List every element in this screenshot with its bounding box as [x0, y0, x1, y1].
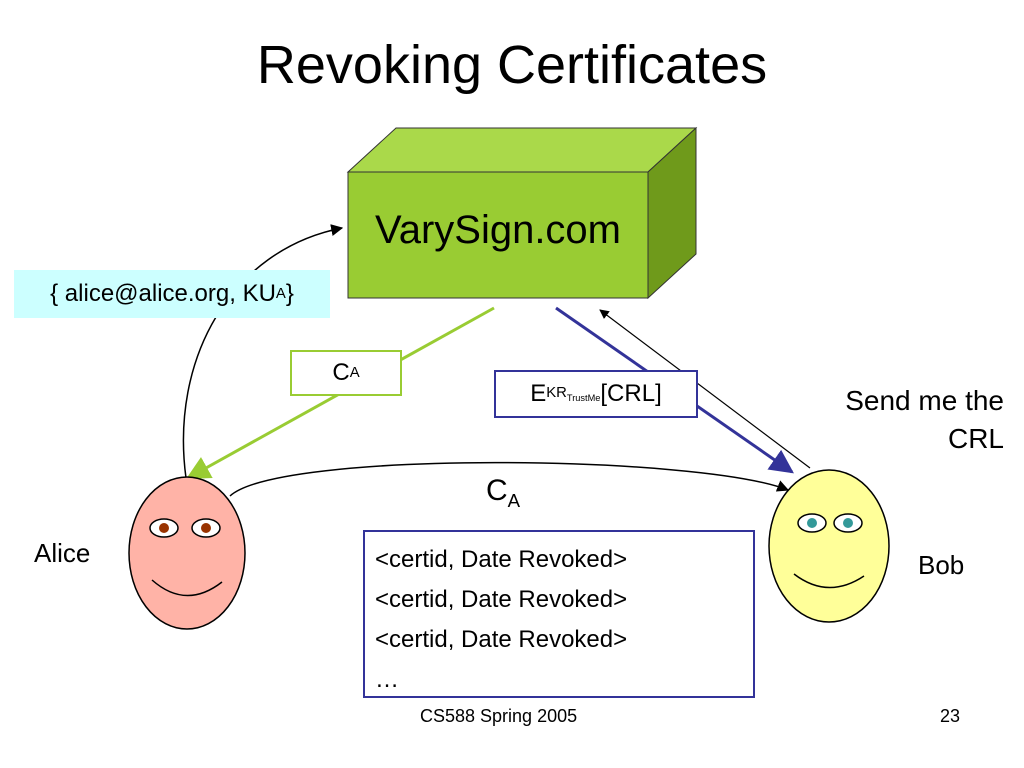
crl-request-text: Send me the CRL — [780, 382, 1004, 458]
crl-entry-ellipsis: … — [375, 666, 399, 693]
crl-entries-box: <certid, Date Revoked> <certid, Date Rev… — [363, 530, 755, 698]
footer-course: CS588 Spring 2005 — [420, 706, 578, 726]
footer-page-number: 23 — [940, 706, 961, 726]
signed-crl-label-main: E — [530, 380, 547, 407]
identity-request-subscript: A — [275, 286, 286, 302]
bob-face — [768, 469, 890, 623]
crl-entry: <certid, Date Revoked> — [375, 586, 628, 613]
bob-name: Bob — [918, 550, 965, 580]
alice-face — [128, 476, 246, 630]
bob-eye-left-icon — [807, 518, 817, 528]
ca-server-box — [346, 126, 698, 300]
signed-crl-label-suffix: [CRL] — [600, 380, 662, 407]
forwarded-certificate-subscript: A — [507, 490, 521, 511]
crl-request-line-1: Send me the — [845, 385, 1004, 416]
certificate-forward-arrow — [229, 461, 790, 497]
ca-server-box-front — [347, 171, 649, 299]
ca-server-box-top — [346, 127, 698, 173]
bob-eye-right-icon — [843, 518, 853, 528]
signed-crl-label-sub-subscript: TrustMe — [566, 392, 601, 403]
certificate-label-subscript: A — [349, 365, 360, 381]
ca-server-label: VarySign.com — [374, 208, 621, 252]
crl-request-line-2: CRL — [947, 423, 1004, 454]
crl-request-arrow — [599, 309, 811, 469]
alice-eye-right-icon — [201, 523, 211, 533]
alice-name: Alice — [34, 538, 91, 568]
forwarded-certificate-main: C — [486, 474, 508, 507]
signed-crl-label-subscript: KR — [546, 385, 567, 402]
alice-eye-left-icon — [159, 523, 169, 533]
identity-request-text: { alice@alice.org, KU — [50, 280, 276, 307]
certificate-label-main: C — [332, 359, 350, 386]
crl-entry: <certid, Date Revoked> — [375, 626, 628, 653]
crl-entry: <certid, Date Revoked> — [375, 546, 628, 573]
slide-title: Revoking Certificates — [256, 35, 768, 95]
identity-request-suffix: } — [285, 280, 294, 307]
forwarded-certificate-label: CA — [486, 474, 520, 512]
